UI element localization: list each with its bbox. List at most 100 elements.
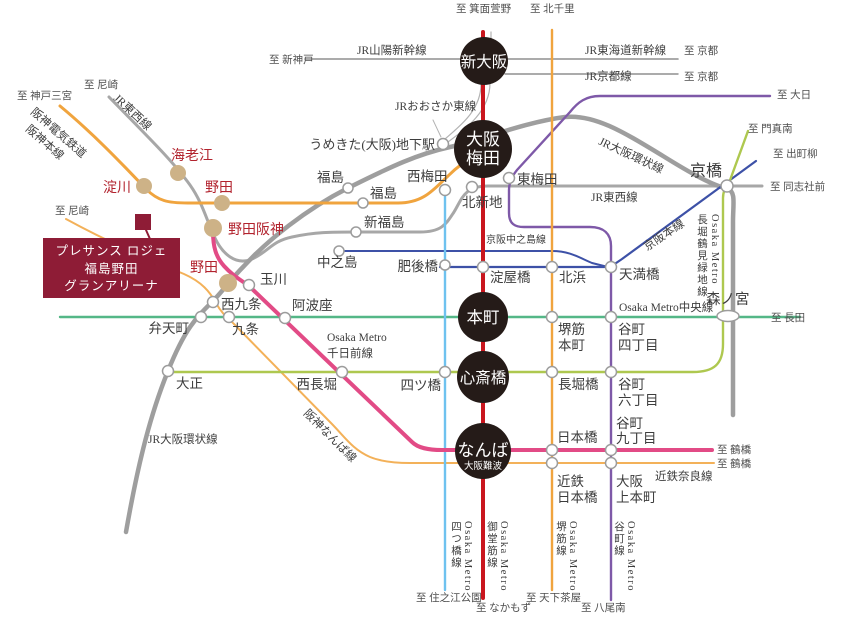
direction-label: 至 なかもず [476, 602, 531, 614]
station-label: 野田 [205, 180, 233, 196]
line-label: JR山陽新幹線 [357, 43, 427, 57]
rail-line-umekita-pointer [432, 119, 442, 138]
station-marker [545, 443, 559, 457]
line-label-vertical-ja: 長堀鶴見緑地線 [696, 214, 707, 298]
property-name-box: プレサンス ロジェ 福島野田 グランアリーナ [43, 238, 180, 298]
station-marker [454, 120, 512, 178]
station-marker [335, 365, 349, 379]
direction-label: 至 鶴橋 [717, 457, 752, 470]
station-marker [502, 171, 516, 185]
station-marker [242, 278, 256, 292]
direction-label: 至 京都 [684, 70, 719, 83]
line-label: 京阪本線 [641, 216, 687, 254]
line-label: JR大阪環状線 [148, 432, 218, 446]
line-label: 京阪中之島線 [486, 233, 546, 246]
rail-line-keihan-nakanoshima [338, 250, 609, 268]
line-label-vertical-ja: 御堂筋線 [486, 521, 497, 569]
direction-label: 至 長田 [771, 312, 805, 324]
station-label: 九条 [232, 321, 259, 337]
direction-label: 至 箕面萱野 [456, 2, 512, 15]
station-label: なんば [458, 441, 509, 460]
station-label: 大正 [176, 376, 203, 391]
line-label-vertical-en: Osaka Metro [625, 521, 636, 593]
line-label: JRおおさか東線 [395, 99, 477, 113]
direction-label: 至 新神戸 [269, 53, 314, 66]
property-location-marker [135, 214, 151, 230]
station-label: 京橋 [690, 162, 722, 180]
station-marker [438, 183, 452, 197]
direction-label: 至 神戸三宮 [17, 89, 72, 102]
station-marker [545, 260, 559, 274]
station-marker [716, 309, 740, 323]
station-marker [438, 365, 452, 379]
station-label: 谷町 [616, 416, 643, 431]
station-marker [136, 178, 152, 194]
rail-line-sennichimae [211, 230, 714, 452]
property-name-line1: プレサンス ロジェ [55, 244, 168, 258]
station-label: 長堀橋 [558, 377, 599, 392]
station-label: 弁天町 [149, 321, 190, 336]
station-label: 四丁目 [618, 338, 659, 353]
direction-label: 至 尼崎 [55, 204, 90, 217]
property-name-line2: 福島野田 [84, 261, 139, 276]
direction-label: 至 尼崎 [84, 78, 119, 91]
station-label: 近鉄 [557, 474, 585, 489]
station-marker [439, 259, 451, 271]
station-label: 谷町 [618, 322, 645, 337]
station-marker [604, 310, 618, 324]
station-label: 新大阪 [461, 53, 508, 71]
station-label: 本町 [467, 308, 500, 327]
line-label: Osaka Metro [327, 332, 387, 344]
station-label: 西梅田 [407, 169, 448, 184]
line-label: JR大阪環状線 [597, 134, 666, 176]
rail-line-jr-tozai [107, 95, 764, 263]
line-label-vertical-en: Osaka Metro [709, 214, 720, 286]
station-marker [458, 292, 508, 342]
station-marker [465, 180, 479, 194]
station-label: 日本橋 [557, 430, 598, 445]
station-marker [333, 245, 345, 257]
line-label: JR東西線 [591, 190, 638, 204]
station-marker [720, 179, 734, 193]
station-marker [357, 197, 369, 209]
line-label: JR東海道新幹線 [585, 43, 667, 57]
direction-label: 至 八尾南 [581, 601, 626, 614]
station-marker [350, 226, 362, 238]
line-label-vertical-ja: 堺筋線 [555, 521, 566, 557]
rail-line-tanimachi [507, 94, 772, 602]
station-label: 大阪 [616, 474, 644, 489]
station-label: 九丁目 [616, 431, 657, 446]
station-marker [278, 311, 292, 325]
station-label: 東梅田 [517, 172, 558, 187]
station-label: 中之島 [317, 255, 358, 270]
station-marker [342, 182, 354, 194]
station-marker [222, 310, 236, 324]
direction-label: 至 鶴橋 [717, 443, 752, 456]
station-label: 六丁目 [618, 393, 659, 408]
direction-label: 至 同志社前 [770, 180, 825, 193]
station-marker [214, 195, 230, 211]
station-marker [476, 260, 490, 274]
direction-label: 至 出町柳 [773, 147, 818, 160]
rail-line-property-connector [145, 229, 151, 240]
station-marker [455, 423, 511, 479]
station-label: 淀屋橋 [490, 270, 531, 285]
rail-line-hanshin-main [58, 104, 476, 205]
direction-label: 至 住之江公園 [416, 591, 482, 604]
station-marker [545, 310, 559, 324]
station-label: 心斎橋 [460, 369, 507, 387]
station-label: 野田 [190, 260, 218, 276]
station-marker [604, 456, 618, 470]
rail-line-jr-kyoto-descent-a [444, 83, 482, 140]
station-marker [604, 443, 618, 457]
direction-label: 至 京都 [684, 44, 719, 57]
station-label: 日本橋 [557, 490, 598, 505]
station-sublabel: 大阪難波 [464, 460, 503, 472]
station-marker [545, 456, 559, 470]
property-name-line3: グランアリーナ [64, 279, 159, 293]
line-label: JR京都線 [585, 69, 632, 83]
station-label: 森ノ宮 [706, 291, 750, 308]
station-label: 大阪 [466, 130, 500, 149]
